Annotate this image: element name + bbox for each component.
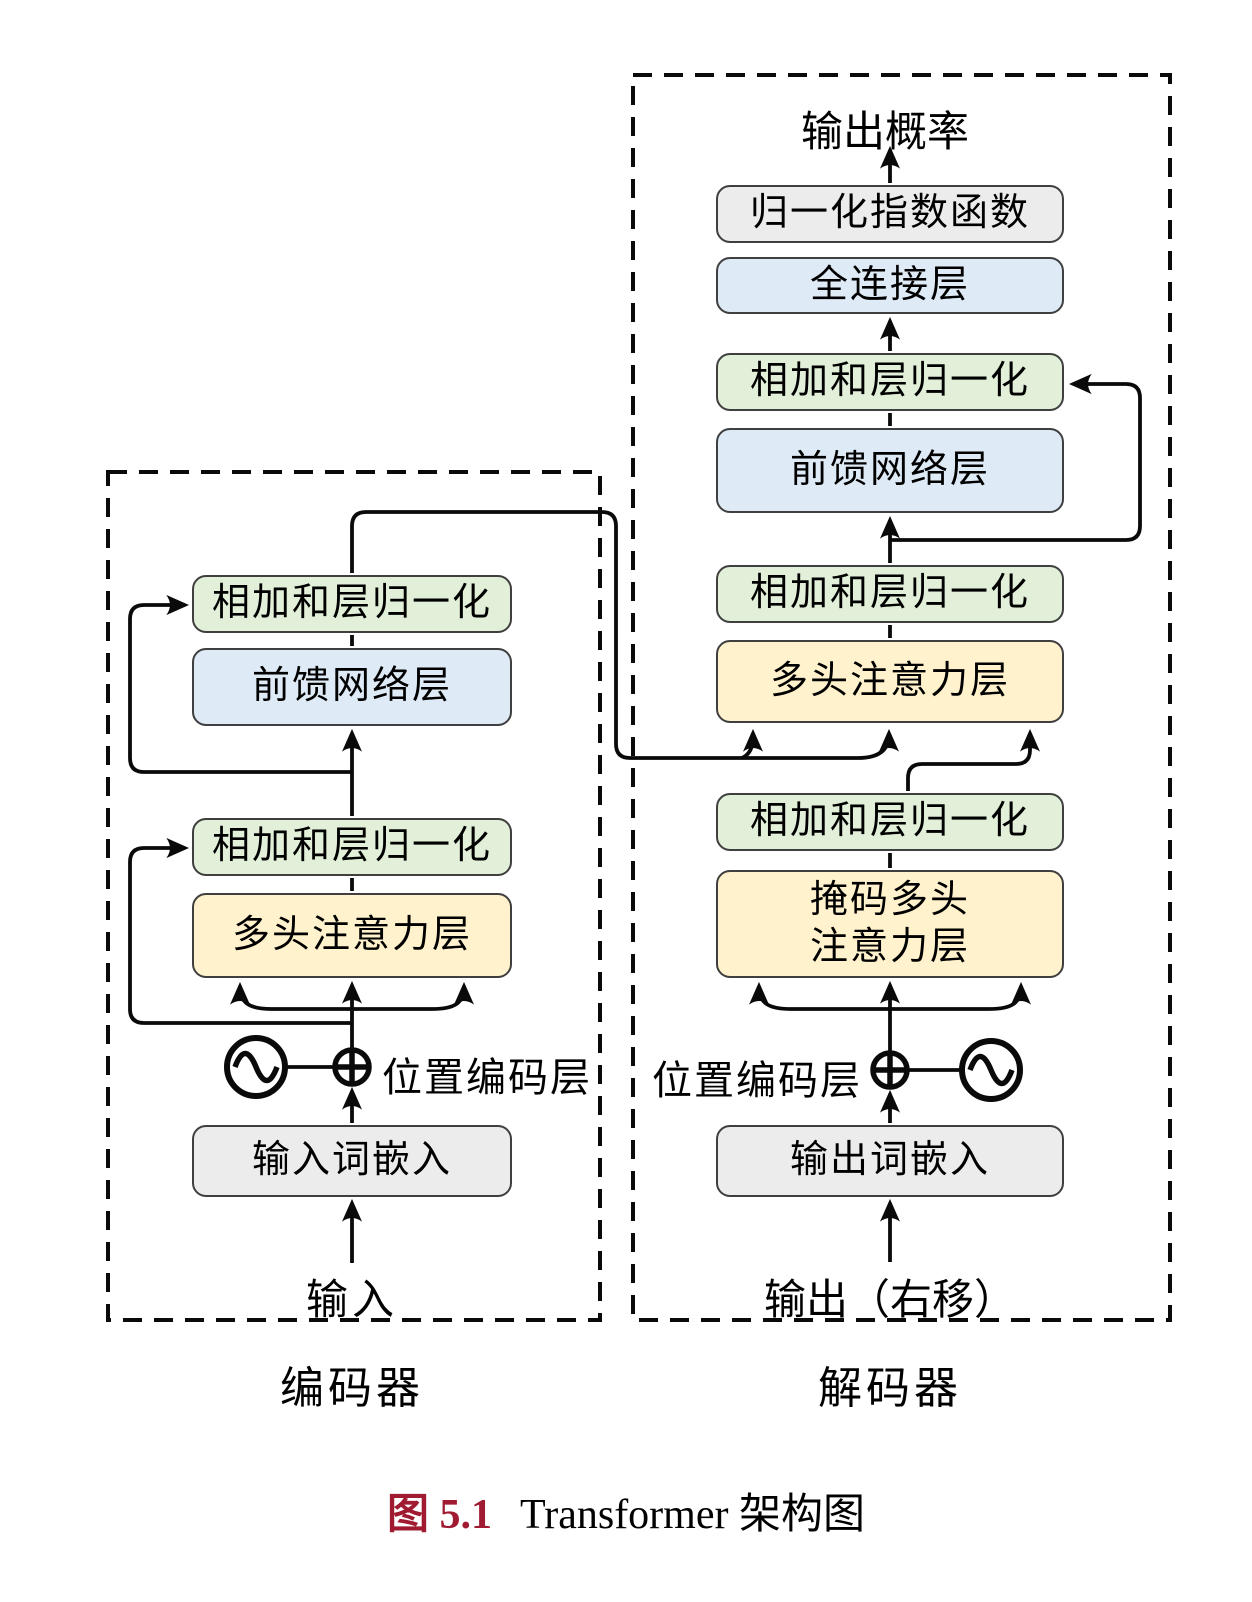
decoder-dashed-border xyxy=(631,73,1172,1322)
encoder-mha-label: 多头注意力层 xyxy=(231,913,472,956)
decoder-label: 解码器 xyxy=(818,1364,962,1413)
encoder-to-cross-attn-left-arrow xyxy=(741,728,764,760)
decoder-ffn-box: 前馈网络层 xyxy=(716,428,1064,513)
decoder-addnorm3-box: 相加和层归一化 xyxy=(716,353,1064,411)
decoder-addnorm1-label: 相加和层归一化 xyxy=(749,800,1030,843)
encoder-mha-box: 多头注意力层 xyxy=(192,893,512,978)
decoder-addnorm1-box: 相加和层归一化 xyxy=(716,793,1064,851)
decoder-embed-box: 输出词嵌入 xyxy=(716,1125,1064,1197)
encoder-embed-box: 输入词嵌入 xyxy=(192,1125,512,1197)
encoder-input-label: 输入 xyxy=(305,1278,398,1324)
encoder-ffn-label: 前馈网络层 xyxy=(251,665,452,708)
encoder-mha-qkv-bracket xyxy=(229,981,475,1011)
decoder-cross-mha-box: 多头注意力层 xyxy=(716,640,1064,723)
encoder-label: 编码器 xyxy=(280,1364,424,1413)
encoder-dashed-border xyxy=(106,470,602,1322)
encoder-plus-icon xyxy=(332,1047,372,1087)
decoder-addnorm2-label: 相加和层归一化 xyxy=(749,572,1030,615)
decoder-pos-encoding-label: 位置编码层 xyxy=(652,1058,862,1103)
decoder-masked-mha-label-line1: 掩码多头 xyxy=(809,878,970,921)
encoder-addnorm2-label: 相加和层归一化 xyxy=(211,582,492,625)
decoder-addnorm3-label: 相加和层归一化 xyxy=(749,360,1030,403)
encoder-addnorm1-box: 相加和层归一化 xyxy=(192,818,512,876)
decoder-plus-icon xyxy=(870,1050,910,1090)
figure-caption: 图 5.1 Transformer 架构图 xyxy=(0,1480,1252,1541)
decoder-masked-mha-qkv-bracket xyxy=(748,981,1032,1011)
decoder-fc-label: 全连接层 xyxy=(809,263,970,306)
decoder-embed-label: 输出词嵌入 xyxy=(789,1139,990,1182)
decoder-fc-box: 全连接层 xyxy=(716,257,1064,314)
decoder-cross-mha-label: 多头注意力层 xyxy=(769,659,1010,702)
output-probability-label: 输出概率 xyxy=(800,110,969,156)
encoder-mha-residual xyxy=(128,837,352,1025)
decoder-sine-icon xyxy=(959,1038,1023,1102)
figure-caption-text: Transformer 架构图 xyxy=(520,1492,865,1538)
encoder-ffn-residual xyxy=(128,594,352,774)
decoder-ffn-residual xyxy=(890,373,1142,542)
decoder-softmax-box: 归一化指数函数 xyxy=(716,185,1064,243)
encoder-ffn-box: 前馈网络层 xyxy=(192,648,512,726)
figure-caption-number: 图 5.1 xyxy=(387,1492,493,1538)
decoder-query-to-cross-attn-path xyxy=(906,728,1041,791)
decoder-input-label: 输出（右移） xyxy=(763,1278,1016,1324)
decoder-masked-mha-box: 掩码多头 注意力层 xyxy=(716,870,1064,978)
encoder-sine-icon xyxy=(224,1035,288,1099)
decoder-masked-mha-label-line2: 注意力层 xyxy=(809,926,970,968)
decoder-softmax-label: 归一化指数函数 xyxy=(749,192,1030,235)
encoder-pos-encoding-label: 位置编码层 xyxy=(382,1055,592,1100)
encoder-embed-label: 输入词嵌入 xyxy=(251,1139,452,1182)
encoder-addnorm2-box: 相加和层归一化 xyxy=(192,575,512,633)
encoder-addnorm1-label: 相加和层归一化 xyxy=(211,825,492,868)
encoder-output-to-decoder-path xyxy=(350,510,900,760)
decoder-addnorm2-box: 相加和层归一化 xyxy=(716,565,1064,623)
decoder-ffn-label: 前馈网络层 xyxy=(789,448,990,491)
